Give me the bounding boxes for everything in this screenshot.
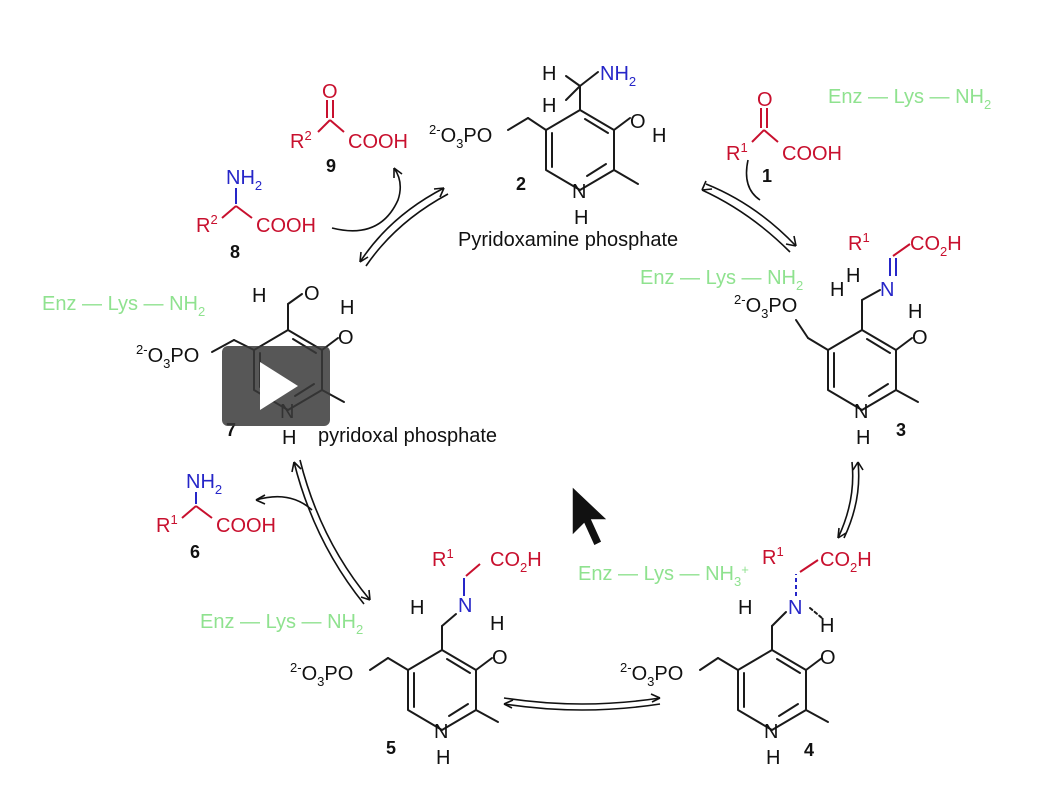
cooh-group: COOH xyxy=(256,215,316,237)
phosphate-group: 2-O3PO xyxy=(620,660,683,689)
carbonyl-o: O xyxy=(757,89,773,111)
compound-5-ketimine: N H R1 CO2H O H 2-O3PO N H 5 xyxy=(290,546,542,769)
hydroxyl-o: O xyxy=(630,111,646,133)
aldehyde-o: O xyxy=(304,283,320,305)
enz-lys-nh2-bottom-left: Enz — Lys — NH2 xyxy=(200,611,363,637)
r1-group: R1 xyxy=(156,512,178,537)
enz-lys-nh2-top-right: Enz — Lys — NH2 xyxy=(828,86,991,112)
h-atom: H xyxy=(282,427,296,449)
compound-9-ketoacid: O R2 COOH 9 xyxy=(290,81,408,176)
h-atom: H xyxy=(436,747,450,769)
h-atom: H xyxy=(652,125,666,147)
phosphate-group: 2-O3PO xyxy=(290,660,353,689)
h-atom: H xyxy=(856,427,870,449)
hydroxyl-o: O xyxy=(820,647,836,669)
play-button[interactable] xyxy=(222,346,330,426)
compound-label-4: 4 xyxy=(804,740,814,760)
compound-6-aminoacid: NH2 R1 COOH 6 xyxy=(156,471,276,562)
amine-nh2: NH2 xyxy=(186,471,222,497)
enz-lys-nh3: Enz — Lys — NH3+ xyxy=(578,562,749,589)
hydroxyl-o: O xyxy=(492,647,508,669)
h-atom: H xyxy=(574,207,588,229)
compound-label-5: 5 xyxy=(386,738,396,758)
arrow-cursor-icon xyxy=(571,484,610,548)
h-atom: H xyxy=(738,597,752,619)
h-atom: H xyxy=(766,747,780,769)
compound-2-pyridoxamine: H H NH2 O H 2-O3PO N H 2 Pyridoxamine ph… xyxy=(429,63,678,251)
compound-label-6: 6 xyxy=(190,542,200,562)
h-atom: H xyxy=(820,615,834,637)
play-icon xyxy=(260,362,298,410)
ring-nitrogen: N xyxy=(572,181,586,203)
hydroxyl-o: O xyxy=(338,327,354,349)
compound-label-3: 3 xyxy=(896,420,906,440)
caption-pyridoxal-phosphate: pyridoxal phosphate xyxy=(318,425,497,447)
h-atom: H xyxy=(490,613,504,635)
r1-group: R1 xyxy=(848,230,870,255)
imine-n: N xyxy=(880,279,894,301)
h-atom: H xyxy=(340,297,354,319)
imine-n: N xyxy=(788,597,802,619)
compound-label-1: 1 xyxy=(762,166,772,186)
co2h-group: CO2H xyxy=(490,549,542,575)
amine-nh2: NH2 xyxy=(226,167,262,193)
h-atom: H xyxy=(542,95,556,117)
h-atom: H xyxy=(908,301,922,323)
phosphate-group: 2-O3PO xyxy=(136,342,199,371)
compound-3-aldimine: N H H R1 CO2H O H 2-O3PO N H 3 xyxy=(734,230,962,449)
compound-label-2: 2 xyxy=(516,174,526,194)
r1-group: R1 xyxy=(726,140,748,165)
h-atom: H xyxy=(830,279,844,301)
compound-label-8: 8 xyxy=(230,242,240,262)
h-atom: H xyxy=(542,63,556,85)
compound-1-ketoacid: O R1 COOH 1 xyxy=(726,89,842,186)
h-atom: H xyxy=(252,285,266,307)
carbonyl-o: O xyxy=(322,81,338,103)
ring-nitrogen: N xyxy=(854,401,868,423)
enz-lys-nh2-left: Enz — Lys — NH2 xyxy=(42,293,205,319)
enz-lys-nh2-right: Enz — Lys — NH2 xyxy=(640,267,803,293)
compound-8-aminoacid: NH2 R2 COOH 8 xyxy=(196,167,316,262)
caption-pyridoxamine-phosphate: Pyridoxamine phosphate xyxy=(458,229,678,251)
ring-nitrogen: N xyxy=(764,721,778,743)
co2h-group: CO2H xyxy=(820,549,872,575)
compound-label-9: 9 xyxy=(326,156,336,176)
cooh-group: COOH xyxy=(216,515,276,537)
r1-group: R1 xyxy=(762,544,784,569)
phosphate-group: 2-O3PO xyxy=(734,292,797,321)
cooh-group: COOH xyxy=(348,131,408,153)
compound-label-7: 7 xyxy=(226,420,236,440)
h-atom: H xyxy=(846,265,860,287)
r2-group: R2 xyxy=(196,212,218,237)
amine-nh2: NH2 xyxy=(600,63,636,89)
imine-n: N xyxy=(458,595,472,617)
hydroxyl-o: O xyxy=(912,327,928,349)
r2-group: R2 xyxy=(290,128,312,153)
phosphate-group: 2-O3PO xyxy=(429,122,492,151)
cooh-group: COOH xyxy=(782,143,842,165)
compound-4-quinonoid: N H H R1 CO2H O 2-O3PO N H 4 xyxy=(620,544,872,769)
h-atom: H xyxy=(410,597,424,619)
ring-nitrogen: N xyxy=(434,721,448,743)
r1-group: R1 xyxy=(432,546,454,571)
co2h-group: CO2H xyxy=(910,233,962,259)
equilibrium-arrows xyxy=(255,159,864,711)
